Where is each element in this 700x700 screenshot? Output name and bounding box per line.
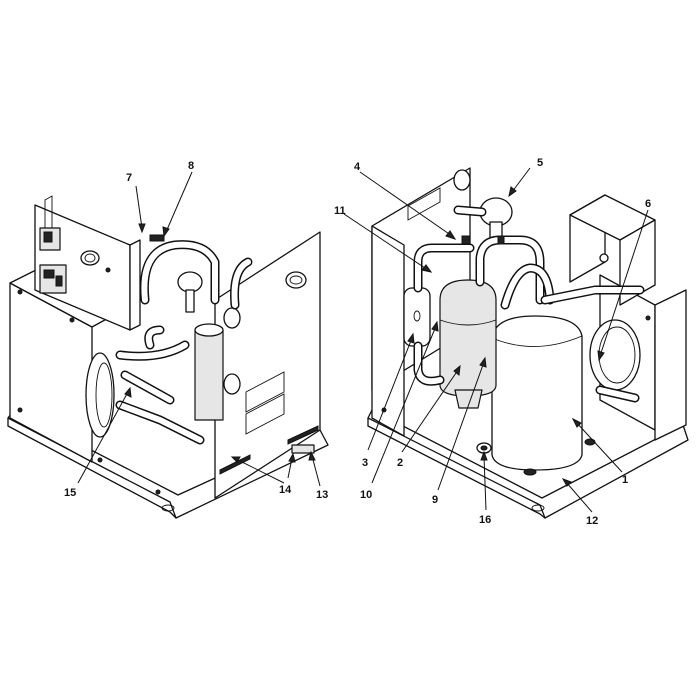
compressor-1 — [491, 315, 583, 471]
leader-lines — [77, 167, 649, 513]
callout-10: 10 — [360, 489, 372, 501]
callout-6: 6 — [645, 198, 651, 210]
accumulator-2 — [439, 279, 497, 397]
callout-2: 2 — [397, 457, 403, 469]
callout-4: 4 — [354, 161, 361, 173]
callout-9: 9 — [432, 494, 438, 506]
slot-14 — [219, 454, 251, 475]
callout-5: 5 — [537, 157, 543, 169]
left-coil-ring — [85, 352, 115, 438]
callout-12: 12 — [586, 515, 598, 527]
right-left-side-panel — [371, 225, 405, 437]
service-valve-13 — [291, 444, 315, 454]
callout-7: 7 — [126, 172, 132, 184]
left-compressor-body — [194, 329, 224, 421]
right-unit — [367, 167, 689, 519]
callout-13: 13 — [316, 489, 328, 501]
callout-1: 1 — [622, 474, 628, 486]
callout-labels: 1 2 3 4 5 6 7 8 9 10 11 12 13 14 15 16 — [64, 157, 651, 527]
callout-15: 15 — [64, 487, 76, 499]
filter-drier-3 — [403, 287, 431, 347]
callout-8: 8 — [188, 160, 194, 172]
callout-14: 14 — [279, 484, 292, 496]
right-coil-ring — [589, 319, 641, 391]
callout-16: 16 — [479, 514, 491, 526]
callout-3: 3 — [362, 457, 368, 469]
left-front-panel — [214, 231, 321, 499]
callout-11: 11 — [334, 205, 346, 217]
left-unit — [7, 195, 329, 519]
left-accumulator-dome — [177, 271, 203, 293]
